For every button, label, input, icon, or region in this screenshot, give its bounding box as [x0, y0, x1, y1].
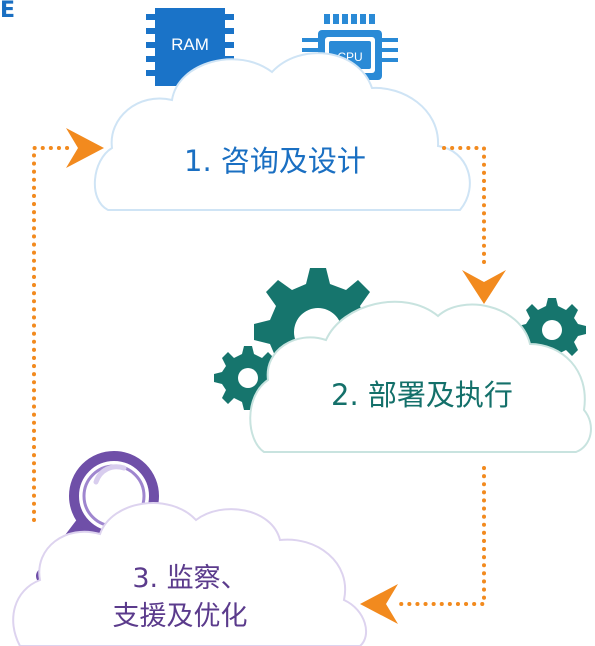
- corner-letter: E: [0, 0, 16, 23]
- cloud-step-2: [249, 300, 592, 470]
- step-1-label: 1. 咨询及设计: [184, 144, 366, 178]
- step-2-label: 2. 部署及执行: [331, 378, 513, 412]
- cloud-step-3: [12, 502, 368, 646]
- cloud-step-1: [94, 52, 471, 240]
- step-3-label-line2: 支援及优化: [112, 601, 248, 632]
- dotted-connectors: [32, 146, 486, 606]
- arrow-icon: [66, 128, 506, 624]
- ram-label: RAM: [171, 35, 209, 54]
- step-3-label-line1: 3. 监察、: [132, 563, 248, 594]
